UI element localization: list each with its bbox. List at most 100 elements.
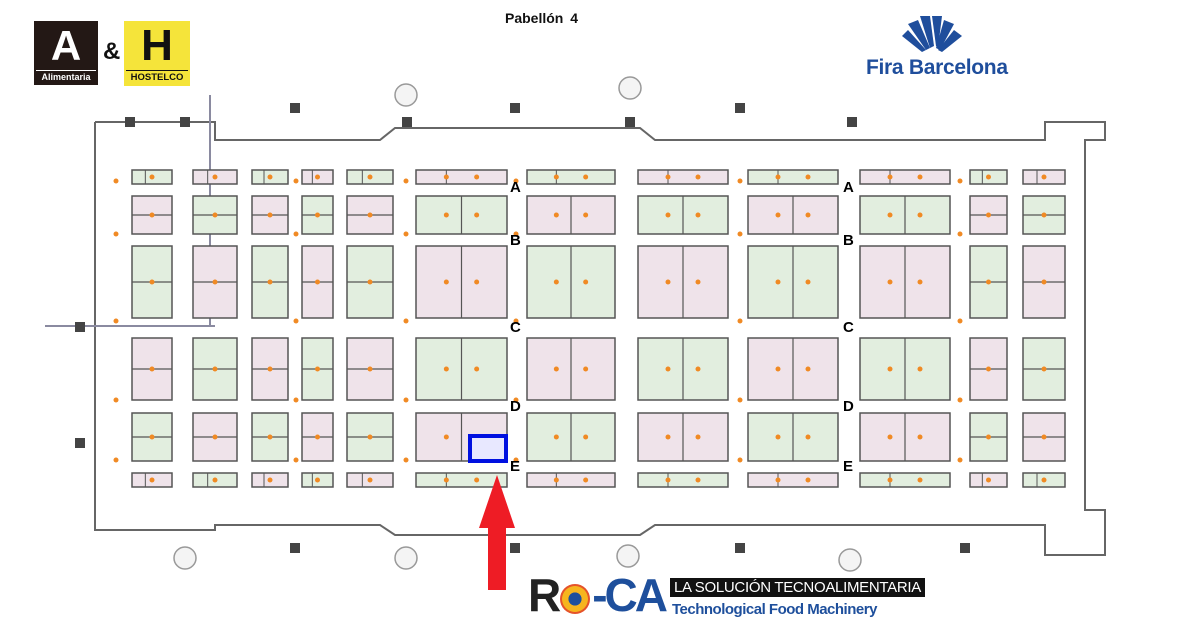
stand-marker <box>149 279 155 285</box>
stand-marker <box>986 279 991 285</box>
stand-marker <box>805 279 811 285</box>
stand-marker <box>887 279 893 285</box>
exit-sign-icon <box>625 117 635 127</box>
aisle-marker <box>957 318 963 324</box>
aisle-marker <box>113 178 119 184</box>
stand-block <box>415 472 508 488</box>
stand-marker <box>367 366 373 372</box>
aisle-marker <box>957 231 963 237</box>
stand-marker <box>212 434 218 440</box>
stand-marker <box>917 212 923 218</box>
aisle-marker <box>737 318 743 324</box>
aisle-marker <box>957 457 963 463</box>
stand-marker <box>583 212 589 218</box>
roca-logo: R -CA <box>528 569 668 621</box>
stand-marker <box>775 279 781 285</box>
aisle-marker <box>113 318 119 324</box>
stand-markers <box>113 174 1047 483</box>
stand-marker <box>986 434 991 440</box>
stand-marker <box>443 279 449 285</box>
stand-marker <box>443 477 449 483</box>
aisle-marker <box>293 231 299 237</box>
aisle-marker <box>737 178 743 184</box>
stand-marker <box>775 366 781 372</box>
stand-marker <box>315 366 320 372</box>
stand-marker <box>695 477 701 483</box>
stand-marker <box>665 279 671 285</box>
stand-marker <box>805 477 811 483</box>
service-point-icon <box>394 546 418 570</box>
service-point-icon <box>618 76 642 100</box>
roca-logo-right: -CA <box>592 569 668 621</box>
aisle-marker <box>957 178 963 184</box>
aisle-marker <box>513 178 519 184</box>
stand-marker <box>315 212 320 218</box>
stand-marker <box>267 212 273 218</box>
stand-marker <box>805 434 811 440</box>
aisle-label: D <box>843 398 854 415</box>
exit-sign-icon <box>290 103 300 113</box>
aisle-marker <box>403 178 409 184</box>
stand-marker <box>553 434 559 440</box>
stand-marker <box>665 477 671 483</box>
stand-marker <box>553 212 559 218</box>
stand-marker <box>986 366 991 372</box>
aisle-marker <box>513 457 519 463</box>
stand-marker <box>887 174 893 180</box>
logo-ampersand: & <box>103 38 121 65</box>
stand-marker <box>1041 434 1047 440</box>
stand-marker <box>474 279 480 285</box>
stand-block <box>859 472 951 488</box>
stand-marker <box>367 279 373 285</box>
stand-marker <box>986 174 991 180</box>
exit-sign-icon <box>402 117 412 127</box>
hostelco-logo: H HOSTELCO <box>124 21 190 86</box>
stand-marker <box>583 279 589 285</box>
stand-marker <box>1041 279 1047 285</box>
stand-marker <box>1041 477 1047 483</box>
stand-marker <box>443 434 449 440</box>
stand-marker <box>775 212 781 218</box>
stand-marker <box>474 212 480 218</box>
aisle-marker <box>293 457 299 463</box>
stand-block <box>526 169 616 185</box>
stand-marker <box>553 366 559 372</box>
aisle-marker <box>113 457 119 463</box>
sponsor-tagline: LA SOLUCIÓN TECNOALIMENTARIA <box>670 578 925 597</box>
aisle-marker <box>737 231 743 237</box>
aisle-label: B <box>510 232 521 249</box>
aisle-marker <box>403 318 409 324</box>
stand-marker <box>149 477 155 483</box>
aisle-marker <box>737 457 743 463</box>
stand-marker <box>583 174 589 180</box>
aisle-marker <box>513 231 519 237</box>
exit-sign-icon <box>847 117 857 127</box>
aisle-marker <box>737 397 743 403</box>
stand-marker <box>695 434 701 440</box>
highlighted-stand[interactable] <box>468 434 508 463</box>
aisle-marker <box>403 397 409 403</box>
exit-sign-icon <box>510 543 520 553</box>
aisle-marker <box>513 397 519 403</box>
stand-marker <box>315 279 320 285</box>
hall-walls <box>45 76 1106 572</box>
stand-marker <box>367 434 373 440</box>
exit-sign-icon <box>735 103 745 113</box>
stand-marker <box>887 434 893 440</box>
stand-marker <box>474 174 480 180</box>
aisle-label: B <box>843 232 854 249</box>
roca-logo-left: R <box>528 569 561 621</box>
hall-outer-wall <box>94 121 1106 556</box>
stand-marker <box>149 212 155 218</box>
exit-sign-icon <box>960 543 970 553</box>
stand-marker <box>917 434 923 440</box>
stand-marker <box>212 212 218 218</box>
stand-block <box>747 169 839 185</box>
exit-sign-icon <box>735 543 745 553</box>
stand-marker <box>695 212 701 218</box>
stand-marker <box>367 174 373 180</box>
stand-marker <box>917 366 923 372</box>
aisle-marker <box>113 397 119 403</box>
